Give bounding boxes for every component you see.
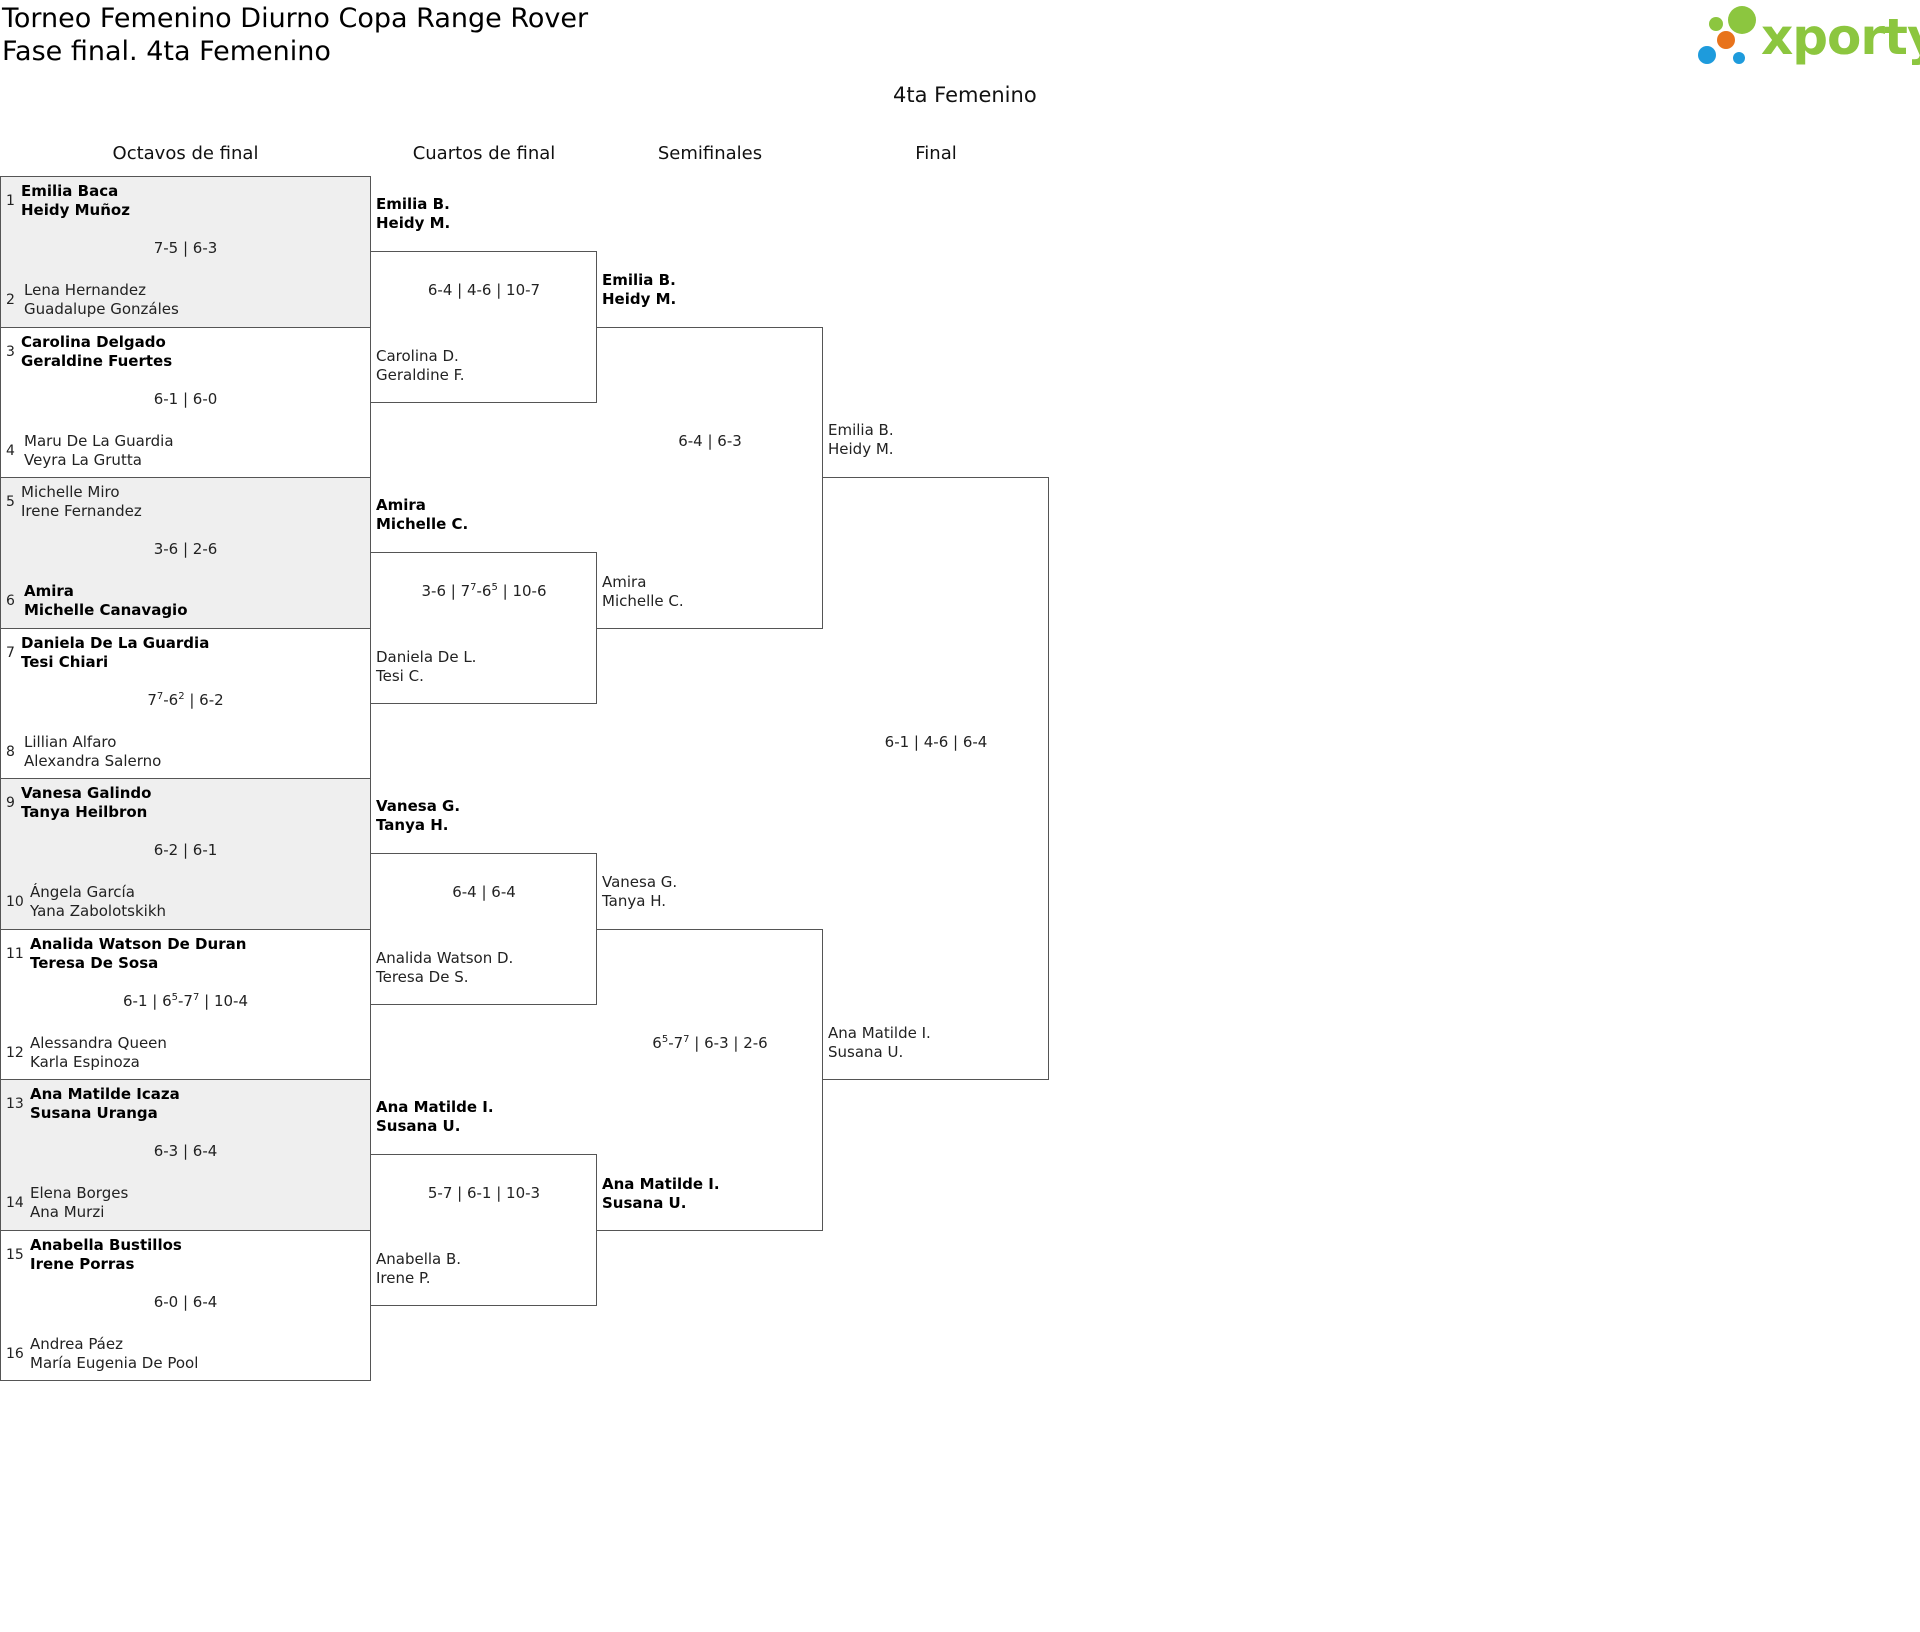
match-score: 6-4 | 6-4 [452,883,516,902]
seed-number: 15 [6,1246,24,1263]
tournament-title: Torneo Femenino Diurno Copa Range Rover [2,3,589,34]
seed-number: 12 [6,1044,24,1061]
round-heading-qf: Cuartos de final [412,143,556,164]
logo-dot-orange-icon [1717,31,1735,49]
match-qf-1[interactable] [371,251,597,403]
logo-dot-green-small-icon [1709,17,1723,31]
team-top: Vanesa G.Tanya H. [376,797,461,835]
team-top: Emilia B.Heidy M. [602,270,677,308]
seed-number: 11 [6,945,24,962]
seed-number: 13 [6,1096,24,1112]
match-score: 6-1 | 6-0 [153,389,218,408]
match-score: 5-7 | 6-1 | 10-3 [427,1184,541,1203]
team-top: Emilia B.Heidy M. [828,421,894,458]
seed-number: 10 [6,894,24,910]
team-top: Vanesa G.Tanya H. [602,872,678,910]
seed-number: 2 [6,292,15,308]
match-score: 3-6 | 77-65 | 10-6 [421,582,547,601]
match-qf-4[interactable] [371,1154,597,1306]
match-score: 6-4 | 6-3 [678,431,742,450]
round-heading-r16: Octavos de final [112,143,259,164]
match-r16-7[interactable] [0,1079,371,1231]
team-bottom: Daniela De L.Tesi C. [376,647,477,685]
logo-text: xporty [1761,8,1920,66]
seed-number: 5 [6,494,15,510]
match-qf-2[interactable] [371,552,597,704]
match-score: 6-4 | 4-6 | 10-7 [427,281,541,300]
xporty-logo: xporty [1695,4,1920,70]
match-score: 3-6 | 2-6 [153,540,218,558]
match-score: 6-0 | 6-4 [153,1292,218,1311]
seed-number: 1 [6,193,15,209]
bracket-title: 4ta Femenino [893,83,1037,107]
match-score: 6-1 | 65-77 | 10-4 [123,991,248,1010]
match-score: 6-1 | 4-6 | 6-4 [884,732,988,751]
match-r16-5[interactable] [0,778,371,930]
round-heading-sf: Semifinales [657,143,763,164]
match-score: 6-3 | 6-4 [153,1142,218,1160]
team-top: Ana Matilde I.Susana U. [376,1098,494,1136]
logo-dot-blue-small-icon [1733,52,1745,64]
match-sf-2[interactable] [597,928,823,1231]
team-bottom: Ana Matilde I.Susana U. [602,1174,720,1212]
logo-dot-blue-icon [1698,46,1716,64]
match-score: 77-62 | 6-2 [147,690,224,709]
match-r16-8[interactable] [0,1229,371,1381]
team-bottom: Carolina D.Geraldine F. [376,346,465,384]
team-bottom: Ana Matilde I.Susana U. [828,1024,931,1061]
round-heading-final: Final [915,143,957,164]
team-top: Emilia B.Heidy M. [376,195,451,233]
team-bottom: Analida Watson D.Teresa De S. [376,948,514,986]
logo-dot-green-icon [1728,6,1756,34]
seed-number: 7 [6,644,15,661]
match-r16-1[interactable] [0,176,371,328]
seed-number: 6 [6,593,15,609]
match-score: 7-5 | 6-3 [153,239,218,257]
seed-number: 9 [6,795,15,811]
seed-number: 3 [6,343,15,360]
match-r16-3[interactable] [0,477,371,629]
team-bottom: Anabella B.Irene P. [376,1249,462,1287]
match-score: 6-2 | 6-1 [153,841,218,859]
match-qf-3[interactable] [371,853,597,1005]
seed-number: 16 [6,1345,24,1362]
seed-number: 8 [6,743,15,760]
match-sf-1[interactable] [597,326,823,629]
match-score: 65-77 | 6-3 | 2-6 [652,1033,768,1052]
seed-number: 4 [6,442,15,459]
tournament-subtitle: Fase final. 4ta Femenino [2,36,331,67]
match-final-1[interactable] [823,477,1049,1080]
seed-number: 14 [6,1195,24,1211]
